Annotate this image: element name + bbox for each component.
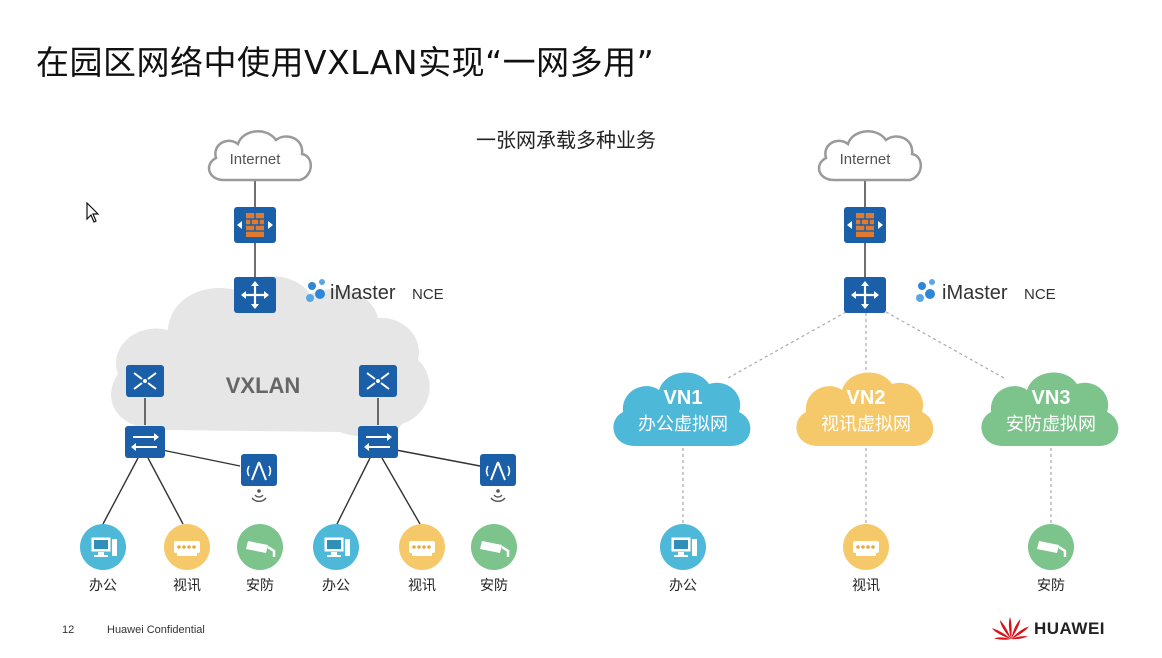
right-internet-label: Internet [840, 151, 892, 168]
mouse-cursor-icon [86, 202, 100, 223]
left-endpoint-4: 办公 [313, 524, 359, 594]
left-endpoint-5-label: 视讯 [408, 578, 436, 594]
left-core-router-icon [232, 275, 278, 315]
left-ap-2-icon [479, 453, 517, 503]
right-controller-brand: iMaster [942, 282, 1008, 304]
left-access-switch-2-icon [357, 425, 399, 459]
vn2-name: 视讯虚拟网 [821, 414, 911, 435]
right-endpoint-2: 视讯 [843, 524, 889, 594]
vn1-name: 办公虚拟网 [638, 414, 728, 435]
left-links [102, 180, 481, 525]
left-endpoint-3-label: 安防 [246, 578, 274, 594]
right-controller-product: NCE [1024, 286, 1056, 303]
left-endpoint-6: 安防 [471, 524, 517, 594]
vn1-cloud: VN1 办公虚拟网 [613, 372, 751, 446]
left-ap-1-icon [240, 453, 278, 503]
left-endpoints: 办公 视讯 安防 办公 视讯 安防 [80, 524, 517, 594]
virtual-networks: VN1 办公虚拟网 VN2 视讯虚拟网 VN3 安防虚拟网 [613, 372, 1119, 446]
left-endpoint-2-label: 视讯 [173, 578, 201, 594]
left-endpoint-1: 办公 [80, 524, 126, 594]
left-endpoint-6-label: 安防 [480, 578, 508, 594]
page-number: 12 [62, 624, 75, 636]
right-endpoints: 办公 视讯 安防 [660, 524, 1074, 594]
left-internet-label: Internet [230, 151, 282, 168]
left-imaster-logo-icon [306, 279, 325, 302]
left-endpoint-4-label: 办公 [322, 578, 350, 594]
right-endpoint-1: 办公 [660, 524, 706, 594]
right-imaster-logo-icon [916, 279, 935, 302]
video-terminal-icon [174, 541, 200, 556]
right-firewall-icon [843, 206, 887, 244]
video-terminal-icon [409, 541, 435, 556]
left-controller-product: NCE [412, 286, 444, 303]
brand-name: HUAWEI [1034, 619, 1105, 638]
vn3-name: 安防虚拟网 [1006, 414, 1096, 435]
huawei-logo-icon [992, 617, 1030, 640]
left-endpoint-3: 安防 [237, 524, 283, 594]
vxlan-fabric-label: VXLAN [226, 373, 301, 398]
right-dashed-links [682, 311, 1052, 524]
vxlan-fabric-cloud [111, 276, 430, 437]
vn2-cloud: VN2 视讯虚拟网 [796, 372, 934, 446]
vn3-id: VN3 [1032, 387, 1071, 409]
video-terminal-icon [853, 541, 879, 556]
vn2-id: VN2 [847, 387, 886, 409]
right-endpoint-2-label: 视讯 [852, 578, 880, 594]
left-controller-brand: iMaster [330, 282, 396, 304]
left-endpoint-2: 视讯 [164, 524, 210, 594]
confidential-label: Huawei Confidential [107, 624, 205, 636]
vn3-cloud: VN3 安防虚拟网 [981, 372, 1119, 446]
left-firewall-icon [233, 206, 277, 244]
right-endpoint-3-label: 安防 [1037, 578, 1065, 594]
left-agg-switch-1-icon [125, 364, 165, 398]
right-endpoint-3: 安防 [1028, 524, 1074, 594]
right-endpoint-1-label: 办公 [669, 578, 697, 594]
right-core-router-icon [842, 275, 888, 315]
slide-title: 在园区网络中使用VXLAN实现“一网多用” [36, 43, 655, 82]
slide-subtitle: 一张网承载多种业务 [476, 128, 656, 152]
vn1-id: VN1 [664, 387, 703, 409]
left-endpoint-5: 视讯 [399, 524, 445, 594]
left-agg-switch-2-icon [358, 364, 398, 398]
left-access-switch-1-icon [124, 425, 166, 459]
left-endpoint-1-label: 办公 [89, 578, 117, 594]
